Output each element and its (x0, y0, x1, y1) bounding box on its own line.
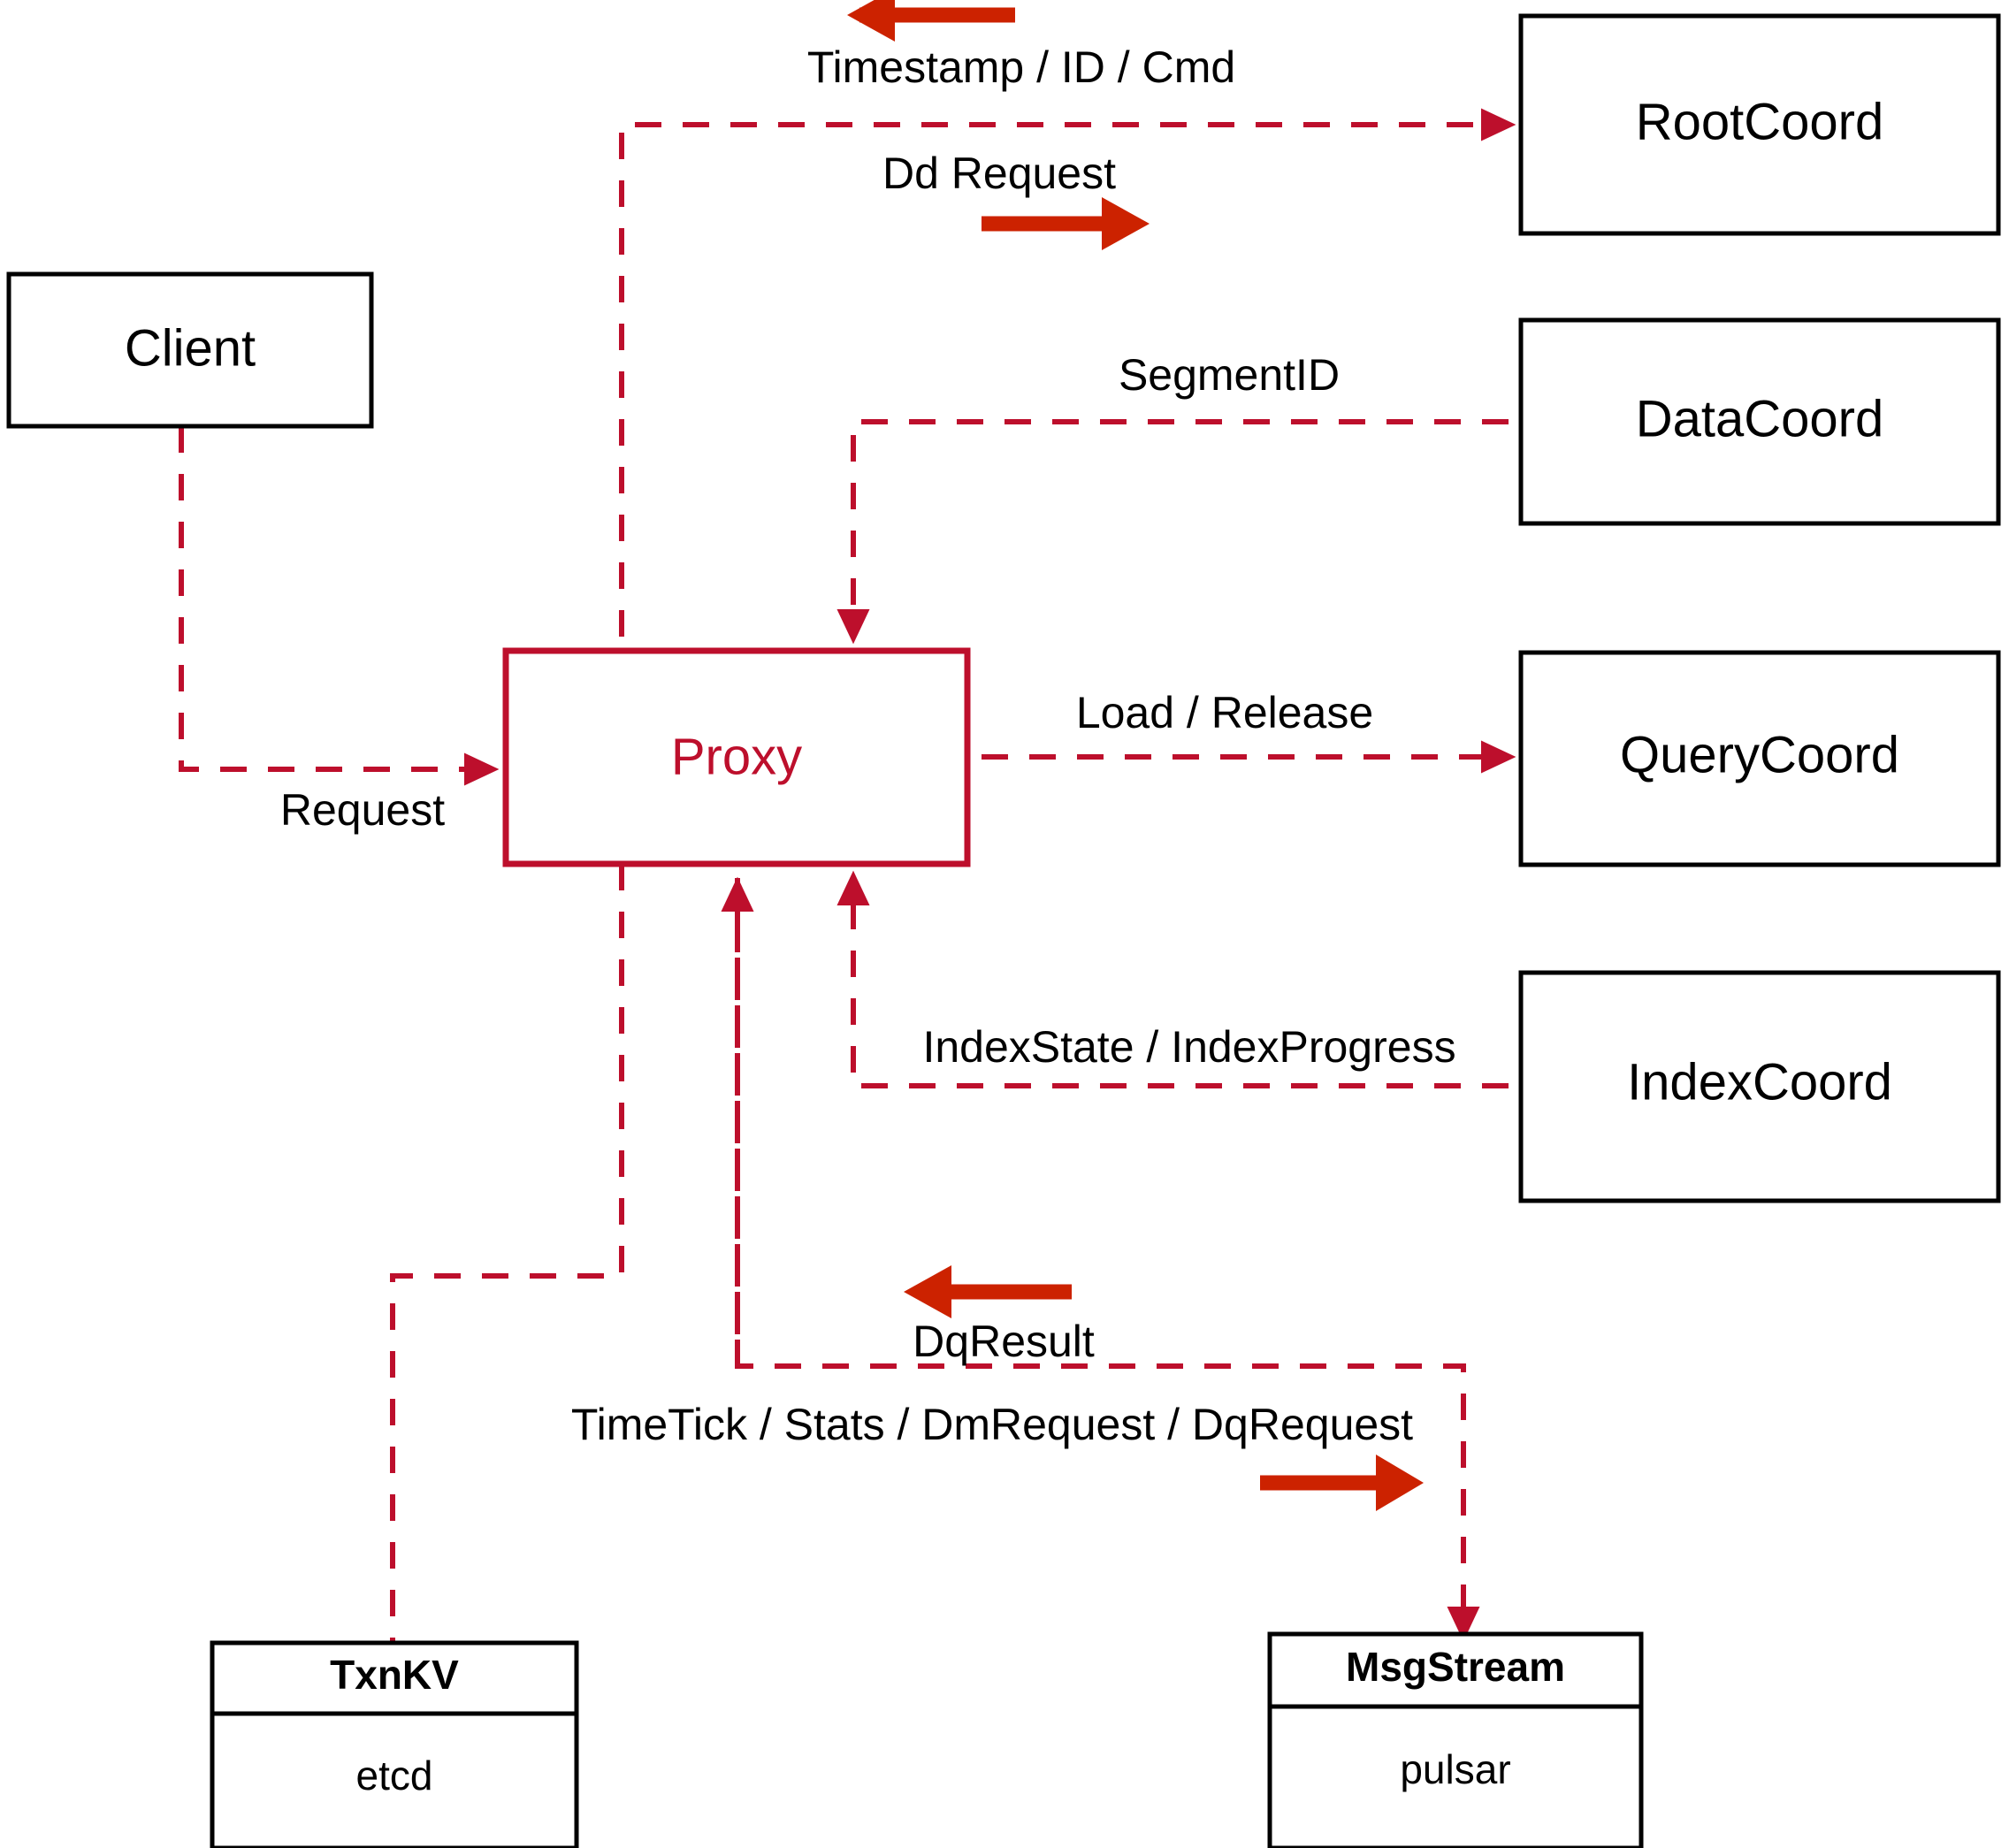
node-proxy[interactable]: Proxy (502, 647, 971, 867)
flow-proxy-txnkv (390, 864, 624, 1643)
datacoord-label: DataCoord (1636, 390, 1883, 447)
direction-arrow-timestamp-left (847, 0, 1015, 42)
edge-label-dq-result: DqResult (913, 1317, 1095, 1366)
client-label: Client (125, 319, 256, 377)
querycoord-label: QueryCoord (1620, 726, 1899, 783)
rootcoord-box[interactable] (1518, 13, 2001, 236)
flow-proxy-rootcoord (619, 108, 1516, 637)
edge-label-index-state-progress: IndexState / IndexProgress (922, 1022, 1455, 1072)
node-rootcoord[interactable]: RootCoord (1518, 13, 2001, 236)
indexcoord-label: IndexCoord (1627, 1053, 1892, 1111)
proxy-box[interactable] (502, 647, 971, 867)
direction-arrow-timetick-right (1260, 1455, 1424, 1511)
node-indexcoord[interactable]: IndexCoord (1518, 970, 2001, 1203)
flow-client-to-proxy (179, 426, 500, 786)
edge-label-dd-request: Dd Request (882, 149, 1116, 198)
msgstream-box[interactable] (1267, 1631, 1644, 1848)
node-datacoord[interactable]: DataCoord (1518, 317, 2001, 526)
rootcoord-label: RootCoord (1636, 93, 1883, 150)
node-querycoord[interactable]: QueryCoord (1518, 650, 2001, 867)
edge-label-request: Request (280, 785, 445, 835)
edge-label-timestamp-id-cmd: Timestamp / ID / Cmd (807, 42, 1235, 92)
flow-datacoord-proxy (836, 419, 1509, 645)
node-client[interactable]: Client (6, 271, 374, 429)
node-msgstream[interactable]: MsgStream pulsar (1267, 1631, 1644, 1848)
edge-label-timetick-stats: TimeTick / Stats / DmRequest / DqRequest (571, 1400, 1413, 1449)
client-box[interactable] (6, 271, 374, 429)
direction-arrow-dd-request-right (982, 197, 1150, 250)
querycoord-box[interactable] (1518, 650, 2001, 867)
edge-label-load-release: Load / Release (1076, 688, 1373, 737)
indexcoord-box[interactable] (1518, 970, 2001, 1203)
txnkv-impl: etcd (356, 1753, 433, 1798)
datacoord-box[interactable] (1518, 317, 2001, 526)
direction-arrow-dqresult-left (904, 1265, 1072, 1318)
flow-proxy-msgstream (735, 878, 1480, 1642)
txnkv-title: TxnKV (330, 1652, 459, 1698)
proxy-label: Proxy (671, 728, 802, 785)
msgstream-impl: pulsar (1400, 1746, 1510, 1792)
msgstream-title: MsgStream (1346, 1644, 1565, 1690)
edge-label-segment-id: SegmentID (1119, 350, 1340, 400)
node-txnkv[interactable]: TxnKV etcd (210, 1640, 579, 1848)
txnkv-box[interactable] (210, 1640, 579, 1848)
